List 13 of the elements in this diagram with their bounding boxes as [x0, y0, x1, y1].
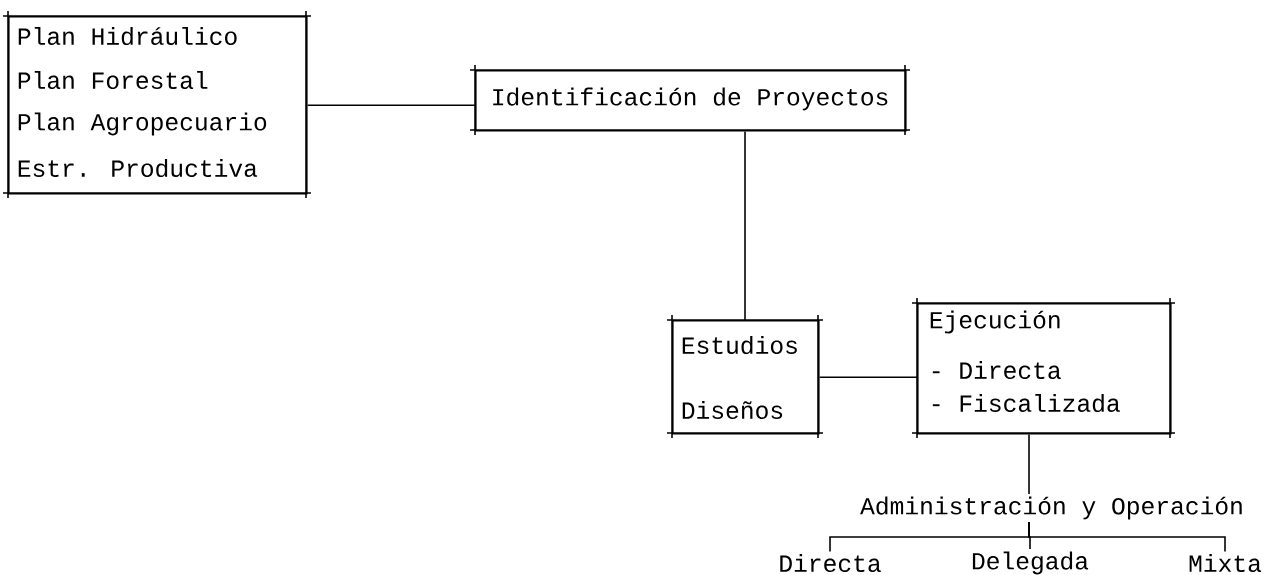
- connector-line: [1028, 521, 1226, 553]
- text-box: Plan Hidráulico Plan Forestal Plan Agropecuario Estr. Productiva: [2, 10, 312, 199]
- connector-line: [744, 130, 746, 321]
- connector-line: [818, 376, 918, 379]
- connector-line: [306, 104, 476, 107]
- connector-line: [1028, 433, 1030, 495]
- label-text: Delegada: [972, 551, 1089, 575]
- text-box: Estudios Diseños: [666, 314, 824, 439]
- label-text: Administración y Operación: [860, 496, 1242, 520]
- text-box: Identificación de Proyectos: [469, 64, 911, 136]
- label-text: Directa: [780, 553, 881, 573]
- label-text: Mixta: [1189, 553, 1262, 573]
- text-box: Ejecución - Directa - Fiscalizada: [911, 297, 1176, 439]
